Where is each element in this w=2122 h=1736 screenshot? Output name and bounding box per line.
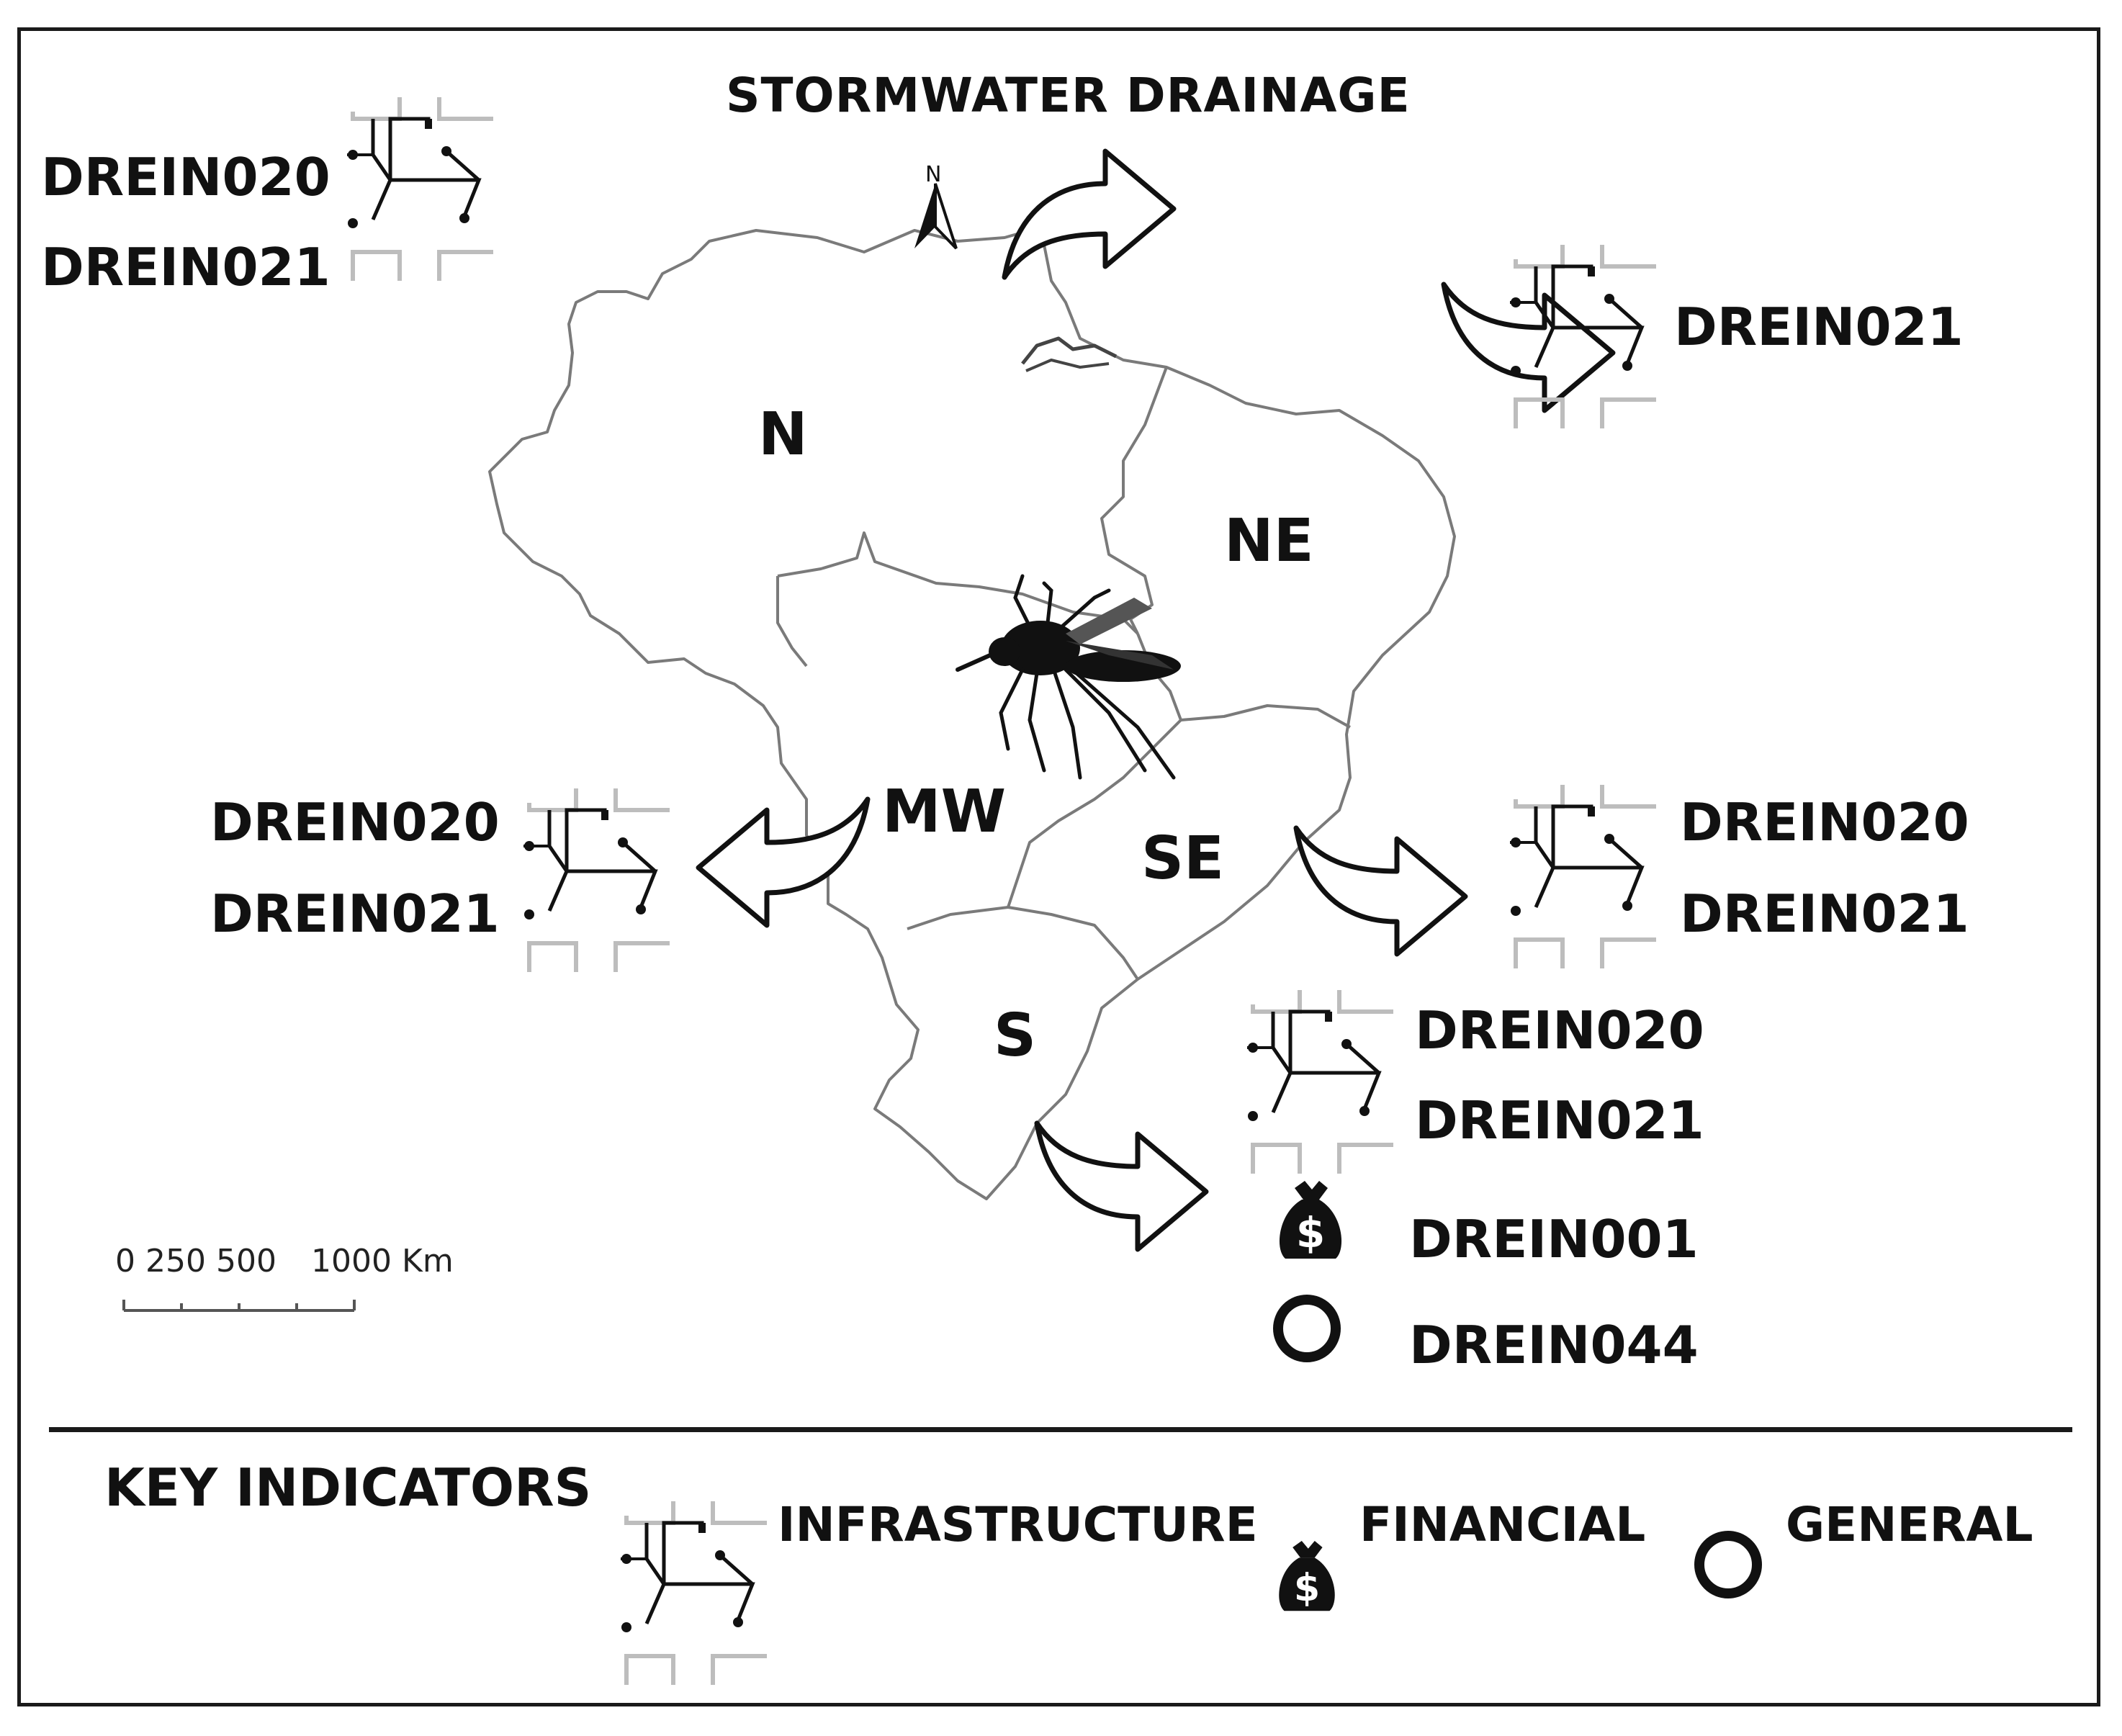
financial-icon-south [1279,1181,1342,1259]
infrastructure-icon-north [347,97,493,281]
indicator-south-1: DREIN020 [1415,1000,1704,1061]
legend-divider [49,1427,2072,1432]
legend-title: KEY INDICATORS [104,1457,592,1518]
map-frame [17,27,2100,1706]
region-label-s: S [994,1002,1037,1070]
boundary-mw-se [1007,719,1182,908]
indicator-south-financial: DREIN001 [1409,1209,1699,1269]
brazil-map [488,229,1456,1200]
map-title: STORMWATER DRAINAGE [726,68,1411,123]
general-icon-south [1273,1295,1341,1362]
scale-label-right: 1000 Km [311,1243,454,1279]
financial-icon-legend [1279,1541,1335,1611]
north-arrow-label: N [925,162,942,187]
boundary-ne-se [1136,633,1351,729]
boundary-n-ne [1100,366,1168,634]
arrow-midwest-icon [698,799,868,925]
arrow-south-icon [1037,1123,1206,1249]
region-label-mw: MW [882,778,1007,846]
indicator-southeast-1: DREIN020 [1680,792,1969,853]
indicator-north-1: DREIN020 [41,147,331,207]
infrastructure-icon-legend [621,1501,767,1685]
indicator-south-general: DREIN044 [1409,1315,1699,1375]
indicator-southeast-2: DREIN021 [1680,883,1969,944]
region-label-ne: NE [1224,507,1314,575]
legend-label-financial: FINANCIAL [1359,1497,1646,1552]
region-label-se: SE [1141,824,1225,893]
country-outline [488,229,1456,1200]
legend-label-general: GENERAL [1786,1497,2033,1552]
indicator-north-2: DREIN021 [41,237,331,297]
north-arrow-icon [914,183,958,250]
infrastructure-icon-south [1247,990,1393,1174]
boundary-se-s [907,906,1139,981]
arrow-north-icon [1004,151,1174,277]
infrastructure-icon-midwest [523,788,670,972]
scale-bar [122,1300,356,1312]
region-label-n: N [758,400,808,469]
indicator-south-2: DREIN021 [1415,1090,1704,1151]
indicator-northeast-1: DREIN021 [1674,297,1964,357]
boundary-n-mw [777,531,1139,635]
scale-label-left: 0 250 500 [115,1243,277,1279]
indicator-midwest-2: DREIN021 [210,883,500,944]
mosquito-icon [956,574,1181,780]
general-icon-legend [1694,1531,1762,1598]
arrow-southeast-icon [1296,828,1465,954]
legend-label-infrastructure: INFRASTRUCTURE [778,1497,1258,1552]
infrastructure-icon-southeast [1510,785,1656,968]
indicator-midwest-1: DREIN020 [210,792,500,853]
